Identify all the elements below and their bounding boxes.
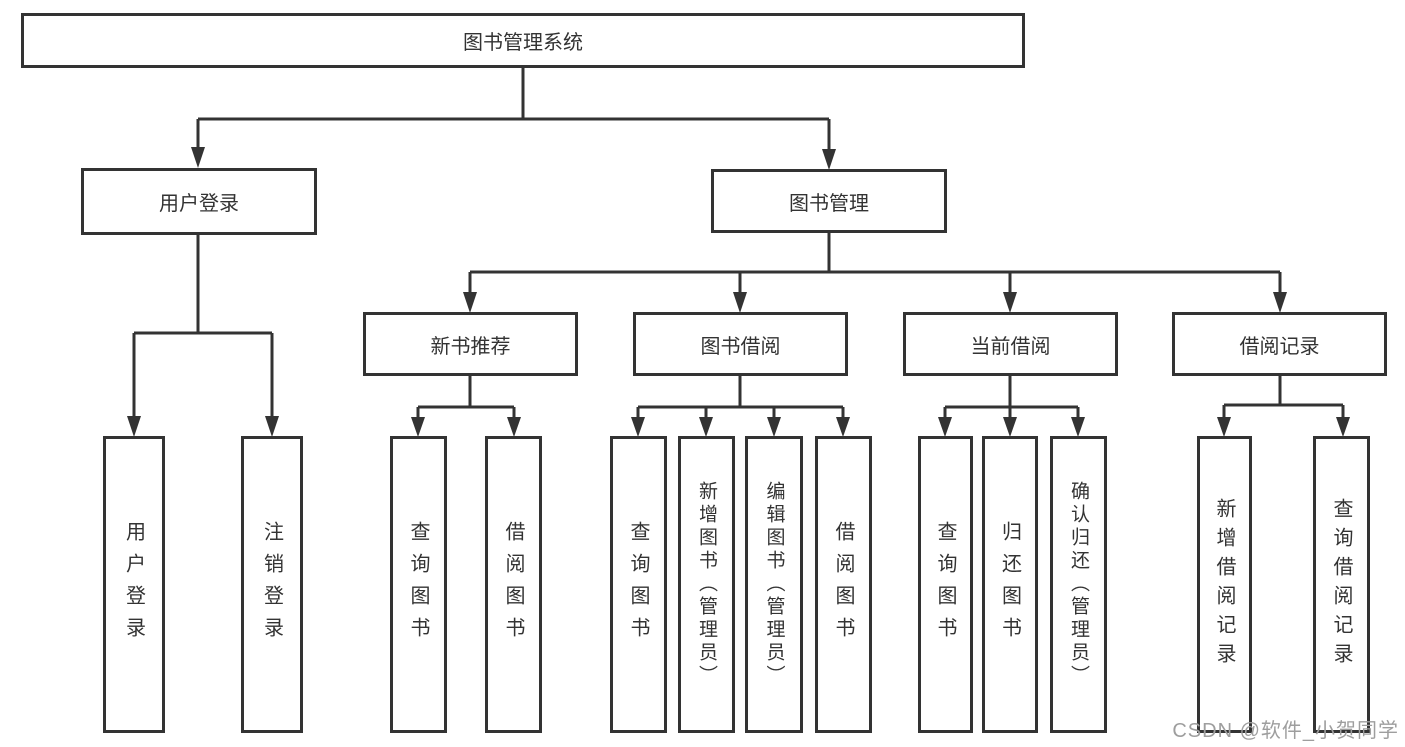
node-new-book-recommend: 新书推荐 xyxy=(363,312,578,376)
connector-records xyxy=(1217,376,1350,437)
connector-user-login xyxy=(127,235,279,437)
leaf-borrowing-edit-admin: 编辑图书（管理员） xyxy=(745,436,803,733)
node-book-borrowing: 图书借阅 xyxy=(633,312,848,376)
connector-current xyxy=(938,376,1085,437)
connector-borrowing xyxy=(631,376,850,437)
node-book-management: 图书管理 xyxy=(711,169,947,233)
node-root: 图书管理系统 xyxy=(21,13,1025,68)
connector-new-books xyxy=(411,376,521,437)
leaf-newbooks-borrow: 借阅图书 xyxy=(485,436,542,733)
leaf-borrowing-query: 查询图书 xyxy=(610,436,667,733)
leaf-records-add: 新增借阅记录 xyxy=(1197,436,1252,733)
connector-book-management xyxy=(463,233,1287,313)
leaf-current-confirm-admin: 确认归还（管理员） xyxy=(1050,436,1107,733)
connector-root xyxy=(191,68,836,170)
leaf-borrowing-borrow: 借阅图书 xyxy=(815,436,872,733)
node-borrowing-records: 借阅记录 xyxy=(1172,312,1387,376)
leaf-borrowing-add-admin: 新增图书（管理员） xyxy=(678,436,735,733)
leaf-logout: 注销登录 xyxy=(241,436,303,733)
leaf-user-login: 用户登录 xyxy=(103,436,165,733)
leaf-current-query: 查询图书 xyxy=(918,436,973,733)
leaf-current-return: 归还图书 xyxy=(982,436,1038,733)
leaf-records-query: 查询借阅记录 xyxy=(1313,436,1370,733)
node-user-login: 用户登录 xyxy=(81,168,317,235)
node-current-borrowing: 当前借阅 xyxy=(903,312,1118,376)
watermark-text: CSDN @软件_小贺同学 xyxy=(1172,720,1399,742)
leaf-newbooks-query: 查询图书 xyxy=(390,436,447,733)
